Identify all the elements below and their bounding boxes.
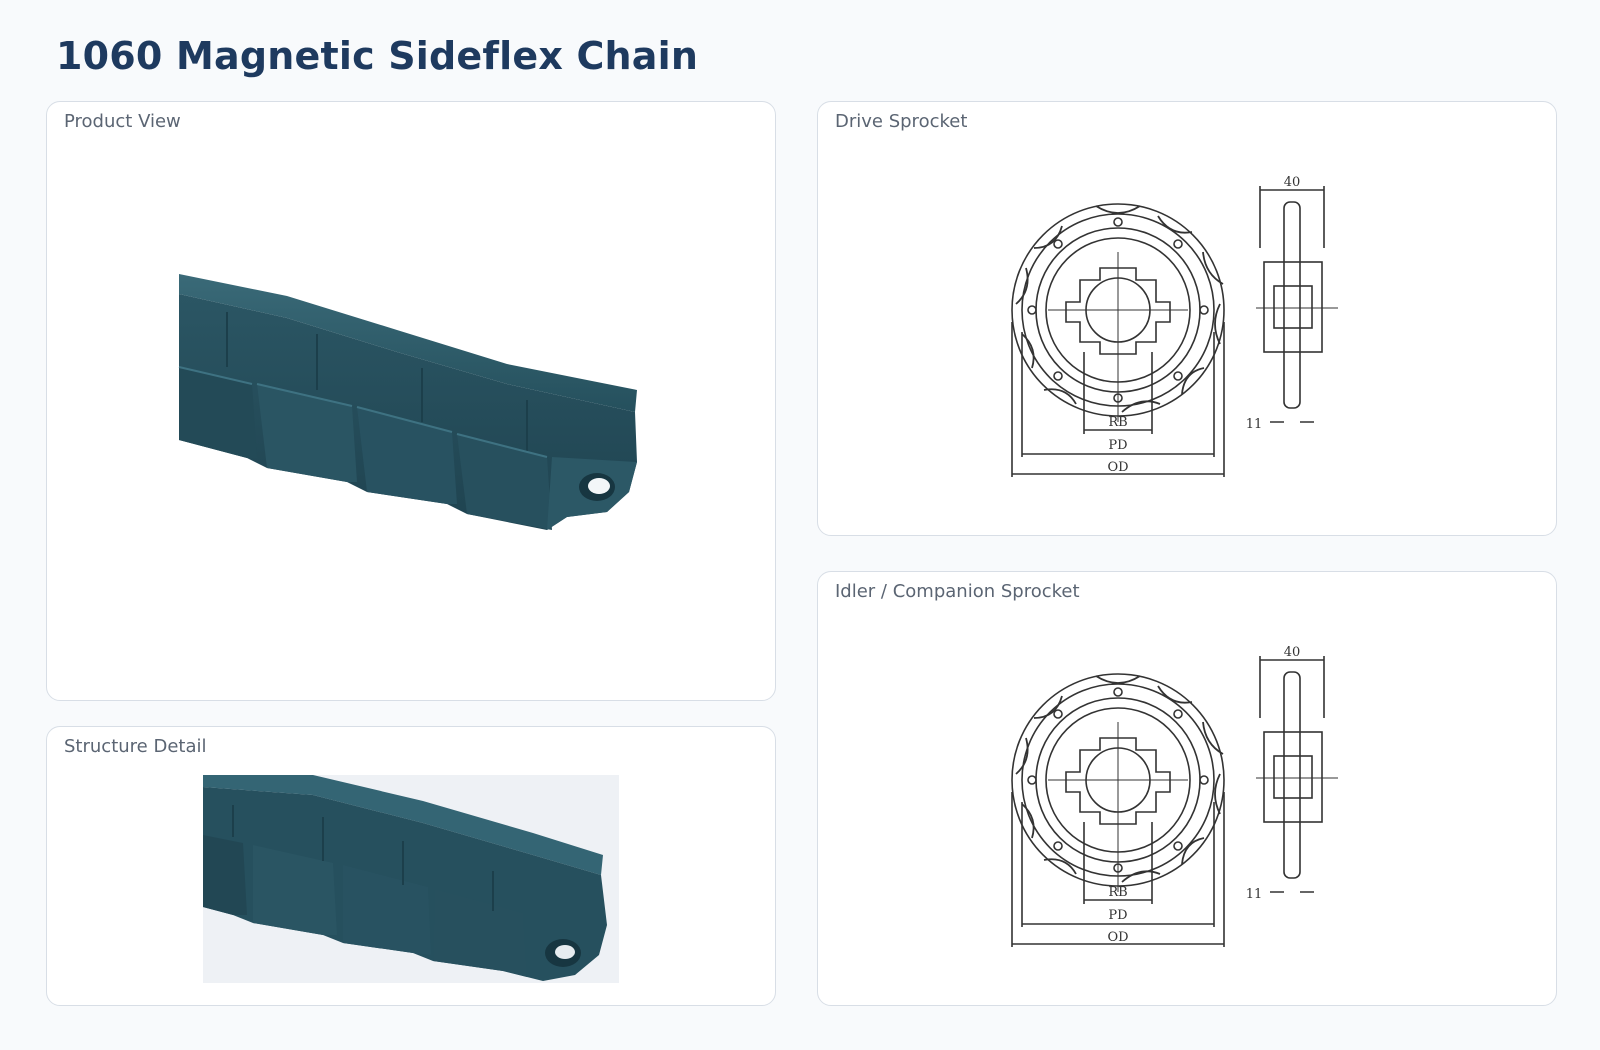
chain-structure-image — [203, 775, 619, 983]
idler-pd-dim: PD — [1108, 908, 1127, 923]
structure-detail-panel: Structure Detail — [46, 726, 776, 1006]
panel-label-product-view: Product View — [64, 111, 181, 132]
idler-hub-dim: 11 — [1246, 887, 1263, 902]
page-title: 1060 Magnetic Sideflex Chain — [56, 34, 699, 78]
drive-width-dim: 40 — [1284, 175, 1301, 190]
drive-sprocket-drawing: 40 11 RB PD OD — [1011, 175, 1338, 477]
panel-label-idler-sprocket: Idler / Companion Sprocket — [835, 581, 1080, 602]
idler-rb-dim: RB — [1108, 885, 1127, 900]
drive-sprocket-panel: Drive Sprocket — [817, 101, 1557, 536]
drive-rb-dim: RB — [1108, 415, 1127, 430]
drive-hub-dim: 11 — [1246, 417, 1263, 432]
drive-pd-dim: PD — [1108, 438, 1127, 453]
idler-sprocket-drawing: 40 11 RB PD OD — [1011, 645, 1338, 947]
panel-label-structure-detail: Structure Detail — [64, 736, 207, 757]
panel-label-drive-sprocket: Drive Sprocket — [835, 111, 968, 132]
chain-product-image — [178, 274, 637, 530]
idler-sprocket-panel: Idler / Companion Sprocket — [817, 571, 1557, 1006]
drive-od-dim: OD — [1107, 460, 1128, 475]
idler-od-dim: OD — [1107, 930, 1128, 945]
product-view-panel: Product View — [46, 101, 776, 701]
idler-width-dim: 40 — [1284, 645, 1301, 660]
